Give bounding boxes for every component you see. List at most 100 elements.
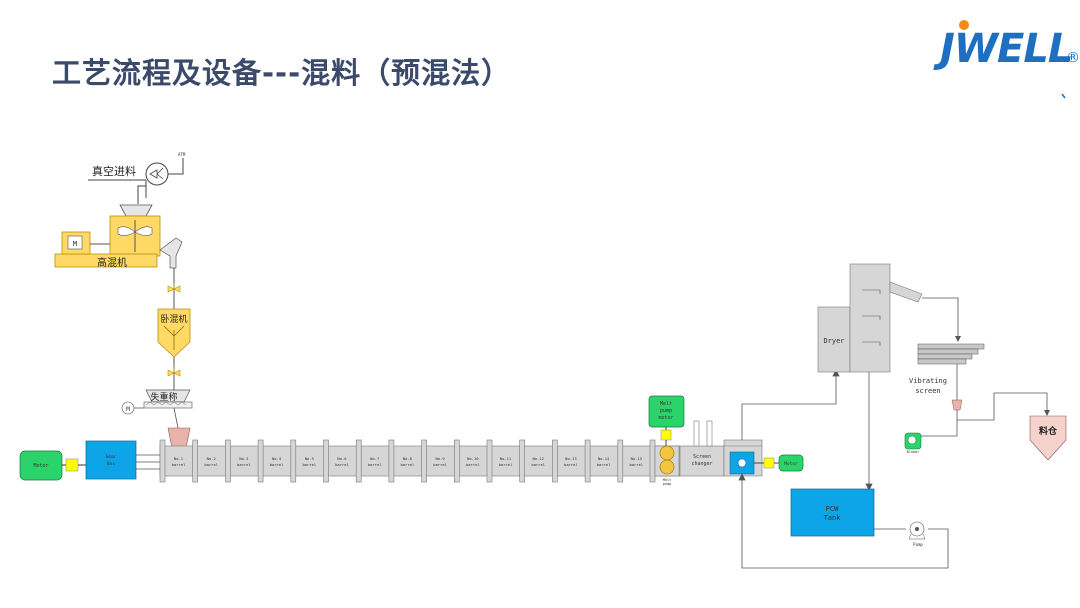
barrel-word: barrel bbox=[368, 462, 382, 467]
gear-box: Gear Box bbox=[85, 440, 137, 480]
weigher-motor-label: M bbox=[126, 406, 130, 413]
svg-text:Screen: Screen bbox=[693, 454, 711, 460]
melt-pump: Melt pump bbox=[654, 445, 680, 486]
logo-mark bbox=[959, 20, 969, 30]
pelletizer bbox=[729, 451, 755, 475]
svg-text:Motor: Motor bbox=[784, 461, 798, 467]
barrel-number: No.13 bbox=[565, 456, 576, 461]
svg-text:changer: changer bbox=[691, 461, 712, 467]
coupling-left bbox=[65, 458, 79, 472]
barrel-word: barrel bbox=[270, 462, 284, 467]
loss-in-weight-feeder: 失重称 M bbox=[121, 389, 193, 449]
barrel-word: barrel bbox=[335, 462, 349, 467]
barrel-word: barrel bbox=[204, 462, 218, 467]
svg-text:Melt: Melt bbox=[663, 478, 671, 482]
svg-text:Dryer: Dryer bbox=[823, 337, 844, 345]
svg-text:Box: Box bbox=[107, 461, 115, 467]
svg-text:Tank: Tank bbox=[824, 514, 842, 522]
barrel-number: No.1 bbox=[174, 456, 184, 461]
barrel-number: No.7 bbox=[370, 456, 379, 461]
barrel-number: No.14 bbox=[598, 456, 610, 461]
vibrating-screen: Vibrating screen bbox=[909, 343, 985, 395]
barrel-word: barrel bbox=[401, 462, 415, 467]
water-pump: Pump bbox=[908, 521, 926, 547]
barrel-word: barrel bbox=[172, 462, 186, 467]
barrels: No.1barrelNo.2barrelNo.3barrelNo.4barrel… bbox=[159, 439, 656, 483]
barrel-number: No.11 bbox=[500, 456, 512, 461]
svg-text:Gear: Gear bbox=[106, 454, 117, 460]
extruder-barrel-body bbox=[159, 445, 681, 477]
barrel-number: No.3 bbox=[239, 456, 248, 461]
weigher-label: 失重称 bbox=[150, 391, 177, 403]
atm-label: ATM bbox=[178, 152, 186, 157]
barrel-number: No.6 bbox=[337, 456, 347, 461]
svg-text:Melt: Melt bbox=[660, 401, 672, 407]
svg-text:motor: motor bbox=[658, 415, 673, 421]
barrel-number: No.2 bbox=[207, 456, 216, 461]
dryer: Dryer bbox=[817, 263, 923, 373]
high-mixer-label: 高混机 bbox=[97, 256, 127, 269]
blower: Blower bbox=[904, 432, 922, 454]
cold-mixer-label: 卧混机 bbox=[160, 313, 187, 325]
barrel-number: No.12 bbox=[532, 456, 543, 461]
svg-text:Pump: Pump bbox=[913, 542, 923, 547]
svg-text:pump: pump bbox=[663, 482, 671, 486]
barrel-word: barrel bbox=[433, 462, 447, 467]
barrel-number: No.8 bbox=[403, 456, 413, 461]
barrel-number: No.4 bbox=[272, 456, 282, 461]
svg-text:Vibrating: Vibrating bbox=[909, 377, 947, 385]
barrel-word: barrel bbox=[237, 462, 251, 467]
motor-m-label: M bbox=[73, 240, 77, 248]
cold-mixer: 卧混机 bbox=[157, 308, 191, 390]
barrel-end-flange bbox=[649, 439, 656, 483]
vacuum-feed-label: 真空进料 bbox=[92, 164, 136, 178]
logo-registered: ® bbox=[1066, 50, 1080, 66]
barrel-number: No.9 bbox=[436, 456, 446, 461]
coupling-right bbox=[763, 457, 775, 469]
barrel-word: barrel bbox=[597, 462, 611, 467]
barrel-number: No.15 bbox=[631, 456, 642, 461]
barrel-word: barrel bbox=[499, 462, 513, 467]
silo: 料仓 bbox=[1029, 415, 1067, 461]
logo: JWELL bbox=[940, 26, 1073, 72]
rotary-valve bbox=[951, 399, 963, 411]
page-title: 工艺流程及设备---混料（预混法） bbox=[52, 56, 512, 90]
svg-text:Blower: Blower bbox=[907, 450, 920, 454]
barrel-word: barrel bbox=[564, 462, 578, 467]
melt-pump-coupling bbox=[660, 429, 672, 441]
valve-2 bbox=[167, 367, 181, 377]
valve-1 bbox=[167, 283, 181, 293]
barrel-number: No.5 bbox=[305, 456, 314, 461]
svg-text:pump: pump bbox=[660, 408, 672, 414]
barrel-word: barrel bbox=[629, 462, 643, 467]
barrel-word: barrel bbox=[302, 462, 316, 467]
svg-text:screen: screen bbox=[915, 387, 940, 395]
barrel-word: barrel bbox=[531, 462, 545, 467]
barrel-number: No.10 bbox=[467, 456, 479, 461]
high-mixer: M 高混机 bbox=[54, 204, 183, 310]
pcw-tank: PCW Tank bbox=[790, 488, 875, 537]
motor-left: Motor bbox=[19, 450, 63, 481]
barrel-word: barrel bbox=[466, 462, 480, 467]
svg-text:Motor: Motor bbox=[33, 463, 48, 469]
svg-text:料仓: 料仓 bbox=[1039, 425, 1058, 437]
vacuum-feeder: ATM 真空进料 bbox=[88, 152, 186, 204]
motor-right: Motor bbox=[778, 454, 804, 472]
svg-text:PCW: PCW bbox=[826, 505, 839, 513]
